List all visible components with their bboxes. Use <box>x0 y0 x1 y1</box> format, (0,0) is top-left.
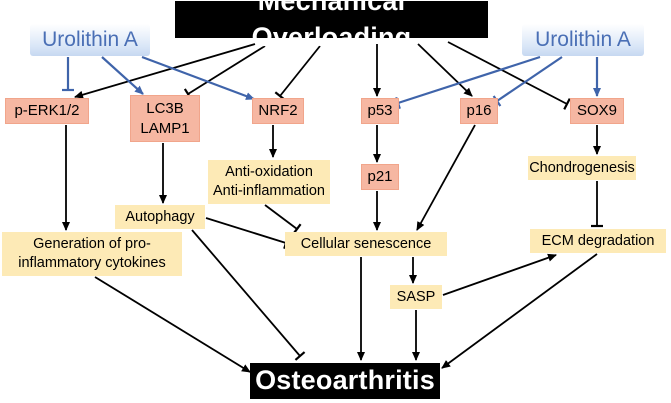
generation-cytokines-node: Generation of pro- inflammatory cytokine… <box>2 232 182 276</box>
edge-mo-sox9 <box>447 41 568 105</box>
chondrogenesis-node: Chondrogenesis <box>528 156 636 180</box>
anti-oxidation-node: Anti-oxidation Anti-inflammation <box>208 160 330 204</box>
cellular-senescence-node: Cellular senescence <box>285 232 447 256</box>
edge-mo-lc3b <box>187 45 266 95</box>
anti-oxidation-text: Anti-oxidation <box>225 164 313 181</box>
p-erk-node: p-ERK1/2 <box>5 98 89 124</box>
edge-mo-sox9-inhibit-bar <box>563 98 571 110</box>
nrf2-node: NRF2 <box>252 98 304 124</box>
ecm-degradation-node: ECM degradation <box>530 229 666 253</box>
edge-autophagy-oa <box>191 229 301 357</box>
edge-antiox-senescence <box>264 204 298 230</box>
lamp1-text: LAMP1 <box>140 119 190 137</box>
lc3b-text: LC3B <box>146 100 184 117</box>
lc3b-lamp1-node: LC3B LAMP1 <box>130 95 200 142</box>
urolithin-a-left-label: Urolithin A <box>30 24 150 56</box>
urolithin-a-right-label: Urolithin A <box>522 24 644 56</box>
mechanical-overloading-label: Mechanical Overloading <box>175 0 488 52</box>
p21-node: p21 <box>361 164 399 190</box>
generation-text-line1: Generation of pro- <box>33 236 151 253</box>
edge-autophagy-oa-inhibit-bar <box>294 351 306 361</box>
sasp-node: SASP <box>390 285 442 309</box>
edge-ua-p16 <box>496 56 563 102</box>
edge-ua-p53 <box>397 55 541 105</box>
edge-ecm-oa <box>441 253 598 369</box>
edge-mo-nrf2 <box>279 45 321 97</box>
edge-ua-lc3b <box>101 56 144 95</box>
generation-text-line2: inflammatory cytokines <box>18 255 166 271</box>
edge-sasp-ecm <box>442 253 557 296</box>
edge-mo-perk <box>74 43 256 99</box>
edge-gen-oa <box>94 276 251 373</box>
osteoarthritis-label: Osteoarthritis <box>250 363 440 399</box>
p16-node: p16 <box>460 98 498 124</box>
autophagy-node: Autophagy <box>115 205 205 229</box>
p53-node: p53 <box>361 98 399 124</box>
edge-p16-senescence <box>416 124 476 231</box>
edge-mo-p16 <box>417 43 473 97</box>
edge-autophagy-senescence <box>205 217 287 244</box>
anti-inflammation-text: Anti-inflammation <box>212 183 325 199</box>
edge-ua-nrf2 <box>141 55 255 101</box>
sox9-node: SOX9 <box>570 98 624 124</box>
